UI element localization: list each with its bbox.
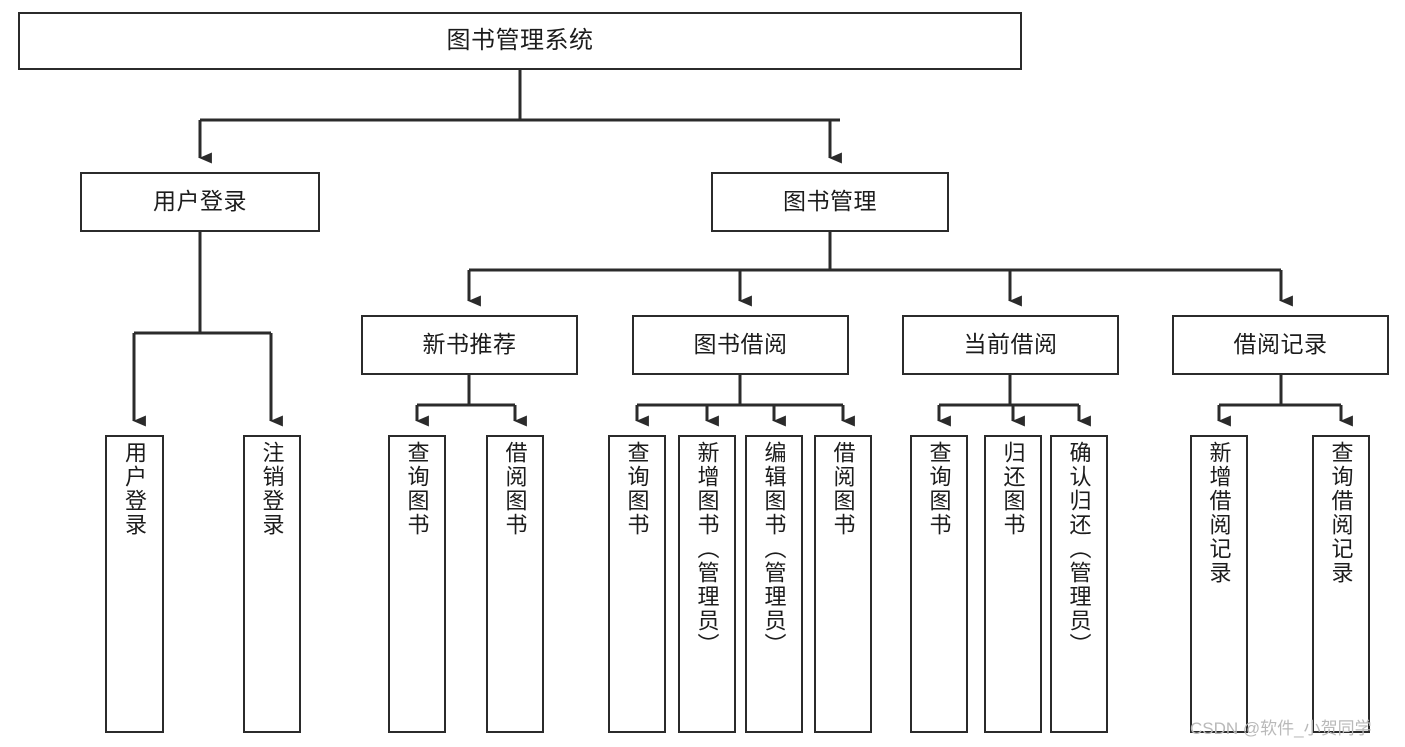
- node-user-login[interactable]: 用户登录: [80, 172, 320, 232]
- node-root[interactable]: 图书管理系统: [18, 12, 1022, 70]
- node-leaf-return-book[interactable]: 归还图书: [984, 435, 1042, 733]
- node-leaf-borrow-book[interactable]: 借阅图书: [814, 435, 872, 733]
- node-leaf-confirm-return[interactable]: 确认归还（管理员）: [1050, 435, 1108, 733]
- node-leaf-query-book-current[interactable]: 查询图书: [910, 435, 968, 733]
- node-leaf-add-record[interactable]: 新增借阅记录: [1190, 435, 1248, 733]
- node-new-book-recommend-label: 新书推荐: [422, 331, 517, 358]
- node-leaf-logout[interactable]: 注销登录: [243, 435, 301, 733]
- node-new-book-recommend[interactable]: 新书推荐: [361, 315, 578, 375]
- node-leaf-confirm-return-label: 确认归还（管理员）: [1066, 441, 1092, 657]
- node-current-borrow-label: 当前借阅: [963, 331, 1058, 358]
- node-current-borrow[interactable]: 当前借阅: [902, 315, 1119, 375]
- node-book-manage-label: 图书管理: [783, 188, 877, 215]
- node-book-borrow-label: 图书借阅: [693, 331, 788, 358]
- node-leaf-add-book-label: 新增图书（管理员）: [694, 441, 720, 657]
- node-leaf-borrow-book-label: 借阅图书: [830, 441, 856, 537]
- node-leaf-logout-label: 注销登录: [259, 441, 285, 537]
- node-borrow-record[interactable]: 借阅记录: [1172, 315, 1389, 375]
- node-leaf-edit-book-label: 编辑图书（管理员）: [761, 441, 787, 657]
- csdn-watermark: CSDN @软件_小贺同学: [1190, 719, 1372, 738]
- node-leaf-query-record-label: 查询借阅记录: [1328, 441, 1354, 585]
- node-borrow-record-label: 借阅记录: [1233, 331, 1328, 358]
- node-leaf-edit-book[interactable]: 编辑图书（管理员）: [745, 435, 803, 733]
- node-leaf-query-book-new[interactable]: 查询图书: [388, 435, 446, 733]
- node-book-manage[interactable]: 图书管理: [711, 172, 949, 232]
- node-leaf-query-book-current-label: 查询图书: [926, 441, 952, 537]
- node-leaf-return-book-label: 归还图书: [1000, 441, 1026, 537]
- node-user-login-label: 用户登录: [153, 188, 247, 215]
- node-leaf-borrow-book-new-label: 借阅图书: [502, 441, 528, 537]
- node-leaf-add-book[interactable]: 新增图书（管理员）: [678, 435, 736, 733]
- node-leaf-query-book-borrow-label: 查询图书: [624, 441, 650, 537]
- node-root-label: 图书管理系统: [446, 26, 594, 54]
- node-leaf-borrow-book-new[interactable]: 借阅图书: [486, 435, 544, 733]
- node-leaf-user-login[interactable]: 用户登录: [105, 435, 164, 733]
- node-leaf-query-record[interactable]: 查询借阅记录: [1312, 435, 1370, 733]
- node-leaf-add-record-label: 新增借阅记录: [1206, 441, 1232, 585]
- node-leaf-user-login-label: 用户登录: [122, 441, 148, 537]
- node-leaf-query-book-new-label: 查询图书: [404, 441, 430, 537]
- node-book-borrow[interactable]: 图书借阅: [632, 315, 849, 375]
- node-leaf-query-book-borrow[interactable]: 查询图书: [608, 435, 666, 733]
